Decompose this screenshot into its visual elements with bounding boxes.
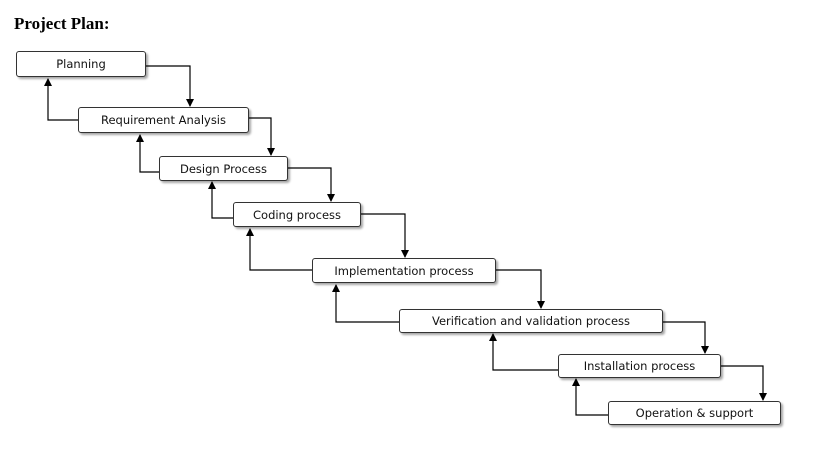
feedback-implementation-to-coding: [246, 228, 312, 271]
step-requirement-analysis: Requirement Analysis: [78, 107, 249, 133]
arrow-verification-to-installation: [663, 321, 709, 354]
feedback-operation-to-installation: [572, 378, 608, 416]
arrow-requirement-to-design: [249, 117, 275, 156]
step-coding-process: Coding process: [233, 202, 361, 227]
arrow-design-to-coding: [288, 167, 335, 202]
step-verification-and-validation: Verification and validation process: [399, 309, 663, 333]
step-planning: Planning: [16, 51, 146, 77]
arrow-installation-to-operation: [721, 365, 767, 401]
feedback-requirement-to-planning: [44, 78, 78, 121]
arrow-implementation-to-verification: [496, 269, 545, 309]
page-title: Project Plan:: [14, 14, 110, 33]
step-operation-and-support: Operation & support: [608, 401, 781, 425]
step-installation-process: Installation process: [558, 354, 721, 378]
feedback-verification-to-implementation: [332, 284, 399, 323]
arrow-planning-to-requirement: [146, 65, 194, 107]
feedback-installation-to-verification: [489, 333, 558, 371]
feedback-design-to-requirement: [136, 134, 159, 173]
step-implementation-process: Implementation process: [312, 258, 496, 283]
step-design-process: Design Process: [159, 156, 288, 181]
feedback-coding-to-design: [208, 181, 233, 219]
arrow-coding-to-implementation: [361, 213, 409, 258]
